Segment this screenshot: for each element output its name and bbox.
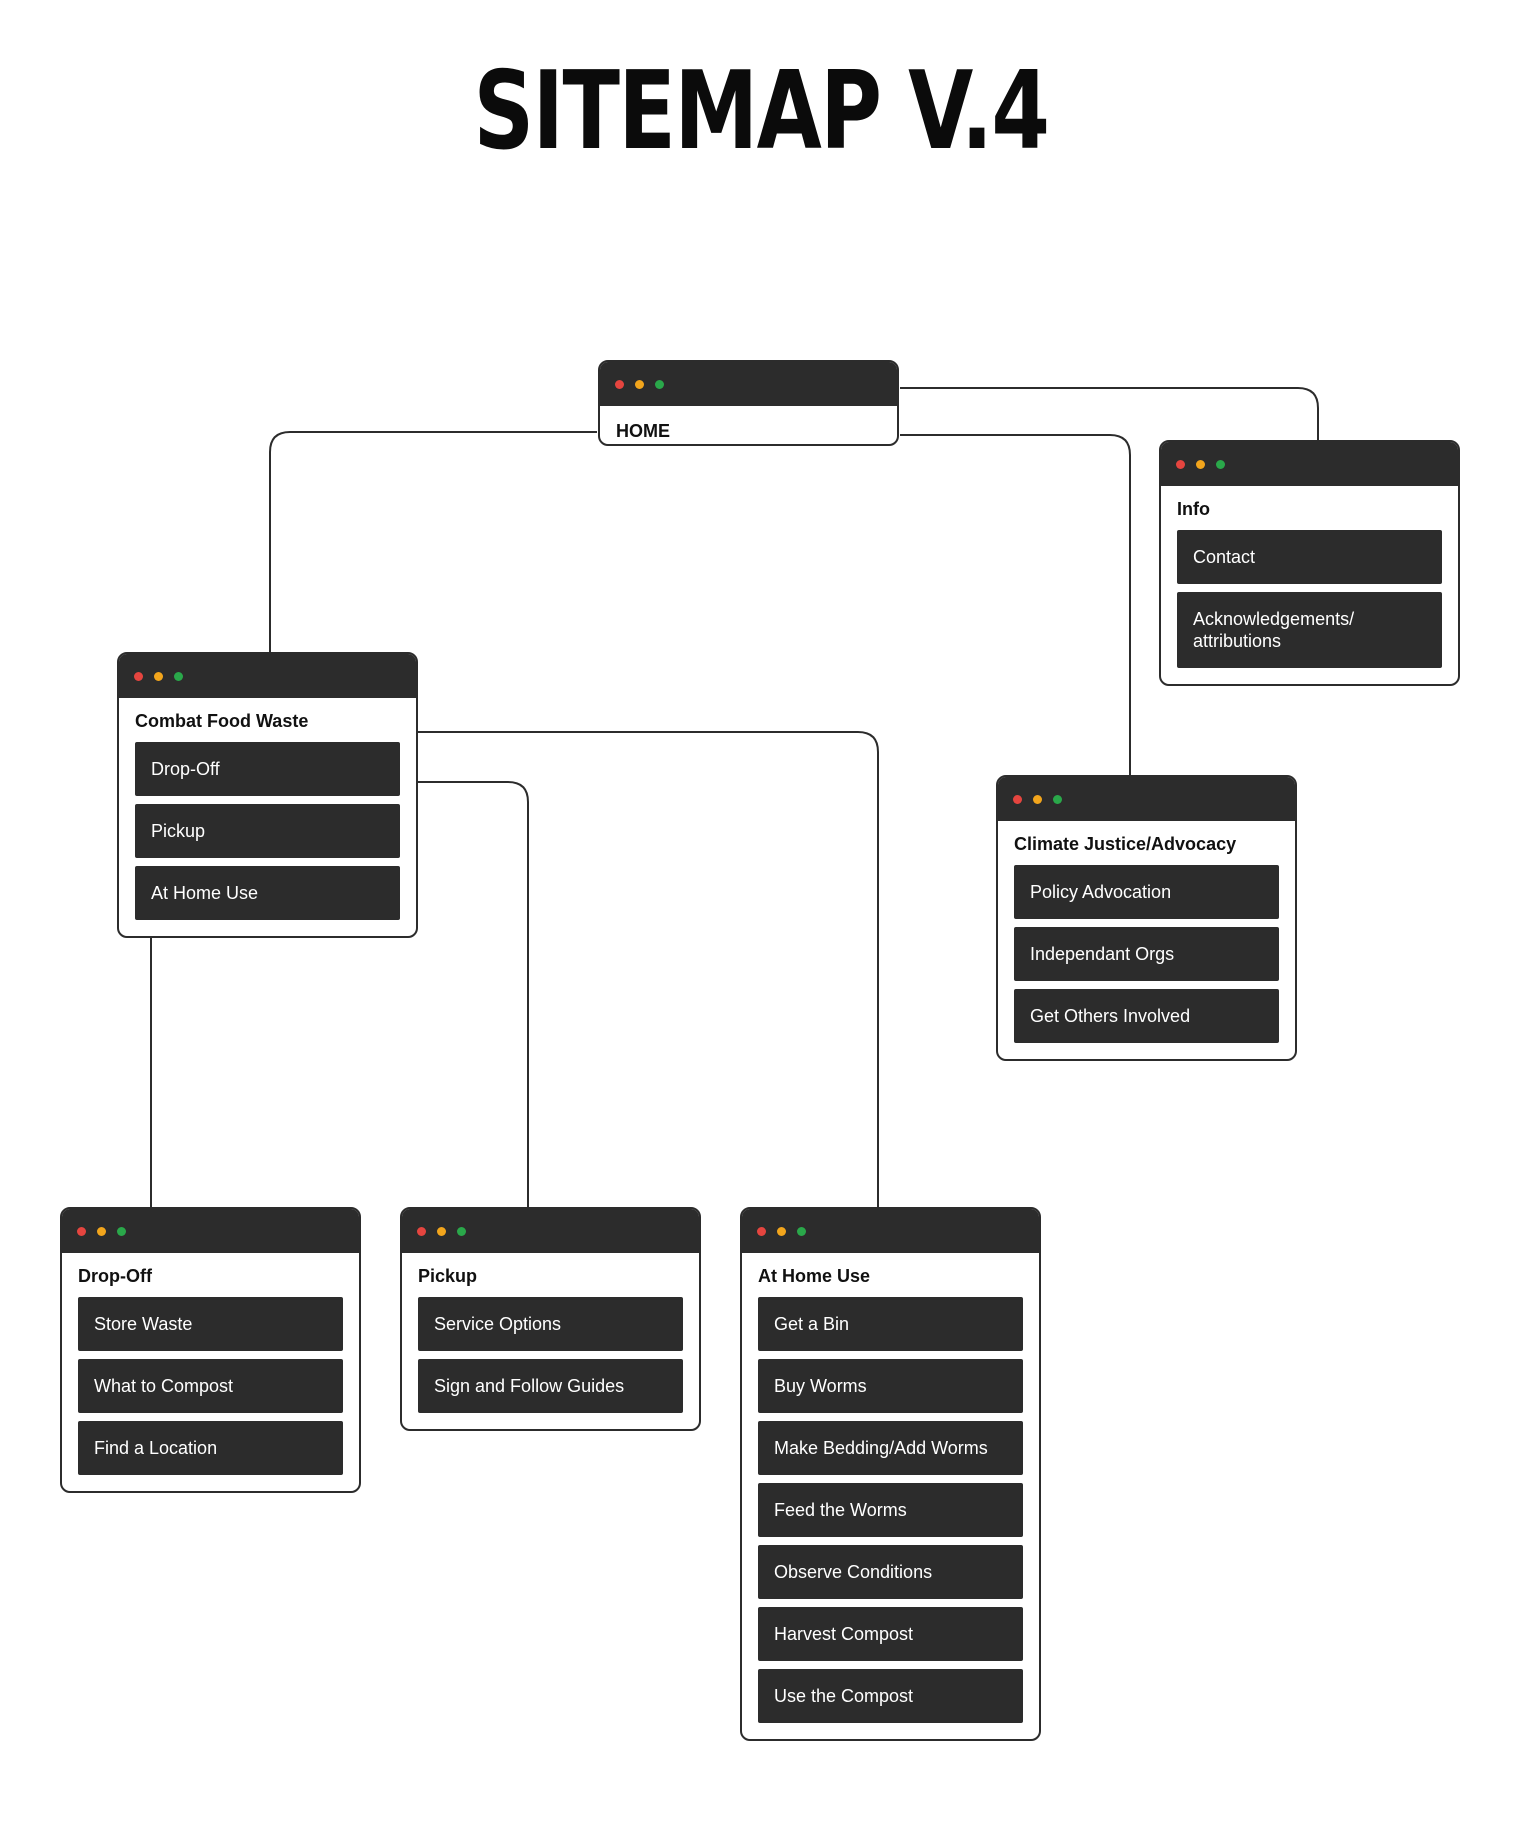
maximize-dot-icon (117, 1227, 126, 1236)
minimize-dot-icon (777, 1227, 786, 1236)
page-node-title: Pickup (418, 1266, 478, 1286)
subpage-item[interactable]: Sign and Follow Guides (418, 1359, 683, 1413)
subpage-item[interactable]: Pickup (135, 804, 400, 858)
window-titlebar (62, 1209, 359, 1253)
connector-combat-athome (418, 731, 879, 1207)
subpage-item[interactable]: Feed the Worms (758, 1483, 1023, 1537)
page-node-title: At Home Use (758, 1266, 871, 1286)
close-dot-icon (77, 1227, 86, 1236)
subpage-item[interactable]: Buy Worms (758, 1359, 1023, 1413)
window-titlebar (600, 362, 897, 406)
window-titlebar (119, 654, 416, 698)
page-title: SITEMAP V.4 (473, 49, 1050, 174)
window-titlebar (1161, 442, 1458, 486)
minimize-dot-icon (1196, 460, 1205, 469)
subpage-item[interactable]: At Home Use (135, 866, 400, 920)
subpage-item[interactable]: Acknowledgements/ attributions (1177, 592, 1442, 668)
window-combat-food-waste: Combat Food Waste Drop-Off Pickup At Hom… (117, 652, 418, 938)
subpage-item[interactable]: Service Options (418, 1297, 683, 1351)
close-dot-icon (1176, 460, 1185, 469)
subpage-item[interactable]: Make Bedding/Add Worms (758, 1421, 1023, 1475)
maximize-dot-icon (655, 380, 664, 389)
subpage-item[interactable]: Get a Bin (758, 1297, 1023, 1351)
connector-home-combat (269, 431, 597, 652)
page-node-title: Climate Justice/Advocacy (1014, 834, 1237, 854)
minimize-dot-icon (437, 1227, 446, 1236)
connector-combat-pickup (418, 781, 529, 1207)
close-dot-icon (757, 1227, 766, 1236)
subpage-item[interactable]: Get Others Involved (1014, 989, 1279, 1043)
window-titlebar (742, 1209, 1039, 1253)
page-node-title: Drop-Off (78, 1266, 152, 1286)
subpage-item[interactable]: Independant Orgs (1014, 927, 1279, 981)
subpage-item[interactable]: Use the Compost (758, 1669, 1023, 1723)
connector-home-climate (900, 434, 1131, 775)
subpage-item[interactable]: Observe Conditions (758, 1545, 1023, 1599)
close-dot-icon (1013, 795, 1022, 804)
minimize-dot-icon (97, 1227, 106, 1236)
window-home: HOME (598, 360, 899, 446)
page-node-title: HOME (616, 421, 670, 441)
connector-home-info (900, 387, 1319, 440)
subpage-item[interactable]: Contact (1177, 530, 1442, 584)
subpage-item[interactable]: What to Compost (78, 1359, 343, 1413)
maximize-dot-icon (1053, 795, 1062, 804)
subpage-item[interactable]: Policy Advocation (1014, 865, 1279, 919)
maximize-dot-icon (1216, 460, 1225, 469)
minimize-dot-icon (154, 672, 163, 681)
window-at-home-use: At Home Use Get a Bin Buy Worms Make Bed… (740, 1207, 1041, 1741)
window-climate-justice: Climate Justice/Advocacy Policy Advocati… (996, 775, 1297, 1061)
window-titlebar (998, 777, 1295, 821)
maximize-dot-icon (797, 1227, 806, 1236)
subpage-item[interactable]: Store Waste (78, 1297, 343, 1351)
maximize-dot-icon (174, 672, 183, 681)
minimize-dot-icon (1033, 795, 1042, 804)
subpage-item[interactable]: Drop-Off (135, 742, 400, 796)
page-node-title: Info (1177, 499, 1210, 519)
subpage-item[interactable]: Find a Location (78, 1421, 343, 1475)
minimize-dot-icon (635, 380, 644, 389)
close-dot-icon (615, 380, 624, 389)
window-info: Info Contact Acknowledgements/ attributi… (1159, 440, 1460, 686)
subpage-item[interactable]: Harvest Compost (758, 1607, 1023, 1661)
page-node-title: Combat Food Waste (135, 711, 309, 731)
maximize-dot-icon (457, 1227, 466, 1236)
window-titlebar (402, 1209, 699, 1253)
close-dot-icon (417, 1227, 426, 1236)
window-drop-off: Drop-Off Store Waste What to Compost Fin… (60, 1207, 361, 1493)
close-dot-icon (134, 672, 143, 681)
window-pickup: Pickup Service Options Sign and Follow G… (400, 1207, 701, 1431)
